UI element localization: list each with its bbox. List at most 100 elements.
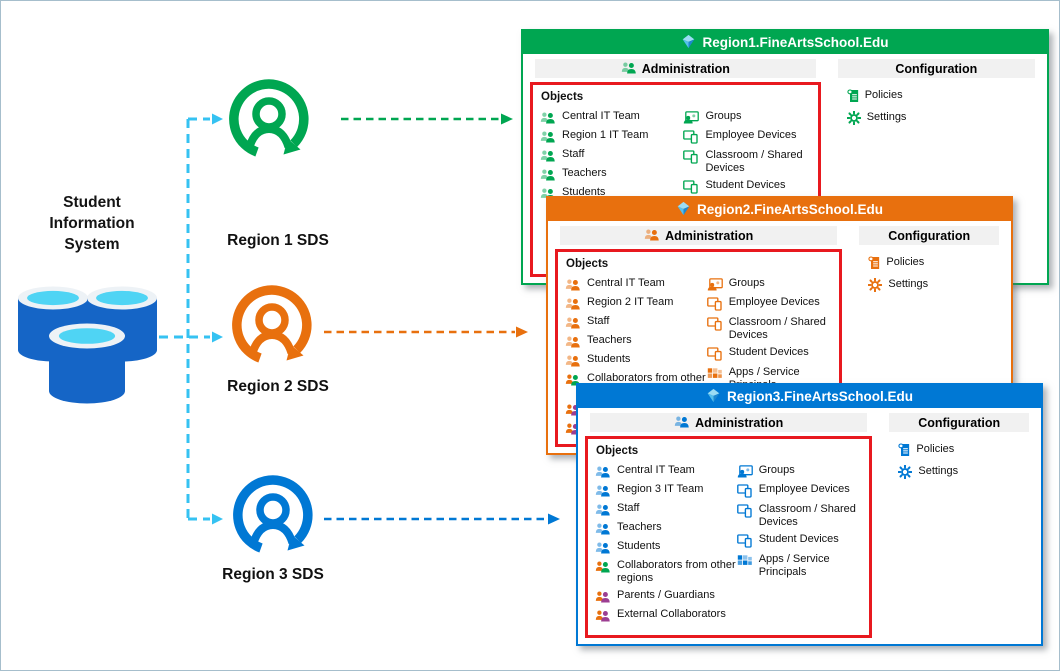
devices-icon: [706, 297, 723, 311]
object-item-label: Staff: [617, 502, 640, 514]
sds1-arrowhead: [212, 113, 223, 125]
administration-heading: Administration: [590, 413, 868, 432]
devices-icon: [683, 180, 699, 194]
object-item-label: Settings: [866, 111, 907, 124]
people-icon: [595, 609, 611, 622]
configuration-heading: Configuration: [889, 413, 1029, 432]
object-item: Groups: [737, 464, 863, 478]
devices-icon: [683, 150, 699, 164]
administration-heading: Administration: [560, 226, 838, 245]
object-item-label: Groups: [758, 464, 795, 476]
entra-id-diamond-icon: [706, 388, 721, 406]
object-item: Employee Devices: [736, 483, 863, 498]
people-icon: [595, 590, 611, 603]
people-icon: [595, 522, 611, 535]
administration-heading-label: Administration: [641, 61, 730, 76]
administration-heading-label: Administration: [695, 415, 784, 430]
tenant-header: Region2.FineArtsSchool.Edu: [548, 198, 1011, 221]
apps-icon: [707, 367, 723, 380]
object-item-label: Employee Devices: [728, 296, 820, 308]
object-item-label: Groups: [728, 277, 765, 289]
object-item: Policies: [847, 88, 1040, 103]
object-item-label: Employee Devices: [758, 483, 850, 495]
object-item-label: Parents / Guardians: [617, 589, 715, 602]
administration-heading: Administration: [535, 59, 816, 78]
object-item: Central IT Team: [540, 110, 683, 124]
object-item: External Collaborators: [595, 608, 737, 622]
object-item-label: Region 3 IT Team: [617, 483, 704, 495]
objects-label: Objects: [566, 258, 609, 270]
object-item: Classroom / Shared Devices: [706, 316, 833, 341]
tenant1-arrowhead: [501, 113, 513, 125]
object-item: Central IT Team: [565, 277, 707, 291]
object-item: Classroom / Shared Devices: [683, 149, 810, 174]
object-item: Parents / Guardians: [595, 589, 737, 603]
object-item-label: Teachers: [562, 167, 607, 179]
object-item: Settings: [898, 464, 1034, 479]
object-item-label: Employee Devices: [705, 129, 797, 141]
object-item-label: Apps / Service Principals: [758, 553, 830, 578]
sds-label-region3: Region 3 SDS: [222, 566, 324, 583]
people-icon: [595, 503, 611, 516]
devices-icon: [706, 347, 723, 361]
resource-objects-column: Groups Employee Devices Classroom / Shar…: [736, 464, 863, 627]
objects-label: Objects: [596, 445, 639, 457]
object-item-label: Classroom / Shared Devices: [758, 503, 856, 528]
settings-gear-icon: [868, 278, 883, 292]
objects-columns: Central IT Team Region 2 IT Team Staff T…: [565, 277, 832, 440]
administration-heading-label: Administration: [665, 228, 754, 243]
object-item: Students: [595, 540, 737, 554]
object-item: Central IT Team: [595, 464, 737, 478]
object-item: Student Devices: [736, 533, 863, 548]
tenant-title: Region2.FineArtsSchool.Edu: [696, 202, 883, 217]
tenant-title: Region1.FineArtsSchool.Edu: [702, 35, 889, 50]
object-item: Settings: [868, 277, 1004, 292]
devices-icon: [736, 504, 753, 518]
object-item: Settings: [846, 110, 1040, 125]
object-item: Teachers: [540, 167, 683, 181]
object-item-label: Central IT Team: [617, 464, 695, 476]
objects-label: Objects: [541, 91, 584, 103]
admin-person-icon: [644, 228, 660, 244]
object-item-label: Settings: [888, 278, 929, 291]
objects-columns: Central IT Team Region 3 IT Team Staff T…: [595, 464, 862, 627]
groups-icon: [683, 111, 700, 124]
object-item-label: Collaborators from other regions: [617, 559, 736, 584]
sync-person-icon-region1: [223, 79, 315, 170]
object-item-label: Region 2 IT Team: [587, 296, 674, 308]
people-icon: [540, 168, 556, 181]
admin-person-icon: [621, 61, 637, 77]
object-item-label: Classroom / Shared Devices: [728, 316, 826, 341]
admin-person-icon: [674, 415, 690, 431]
object-item: Region 1 IT Team: [540, 129, 683, 143]
sds-label-region2: Region 2 SDS: [227, 378, 329, 395]
devices-icon: [736, 484, 753, 498]
object-item-label: Groups: [705, 110, 742, 122]
object-item: Teachers: [595, 521, 737, 535]
configuration-heading: Configuration: [837, 59, 1035, 78]
settings-gear-icon: [846, 111, 861, 125]
policies-icon: [898, 443, 910, 457]
sds2-arrowhead: [212, 331, 223, 343]
identity-objects-column: Central IT Team Region 1 IT Team Staff T…: [540, 110, 683, 230]
sds3-arrowhead: [212, 513, 223, 525]
object-item-label: Policies: [864, 89, 903, 102]
sync-person-icon-region3: [227, 475, 319, 566]
people-icon: [565, 316, 581, 329]
groups-icon: [707, 278, 723, 291]
people-icon: [540, 111, 556, 124]
entra-id-diamond-icon: [681, 34, 696, 52]
object-item: Employee Devices: [706, 296, 833, 311]
object-item: Staff: [540, 148, 683, 162]
sync-person-icon-region2: [226, 285, 318, 376]
configuration-items: Policies Settings: [846, 88, 1040, 132]
configuration-heading-label: Configuration: [918, 415, 1001, 430]
people-icon: [565, 297, 581, 310]
object-item-label: Region 1 IT Team: [562, 129, 649, 141]
people-icon: [540, 130, 556, 143]
configuration-section: Configuration Policies Settings: [884, 411, 1034, 638]
object-item-label: Policies: [916, 443, 955, 456]
resource-objects-column: Groups Employee Devices Classroom / Shar…: [706, 277, 833, 440]
